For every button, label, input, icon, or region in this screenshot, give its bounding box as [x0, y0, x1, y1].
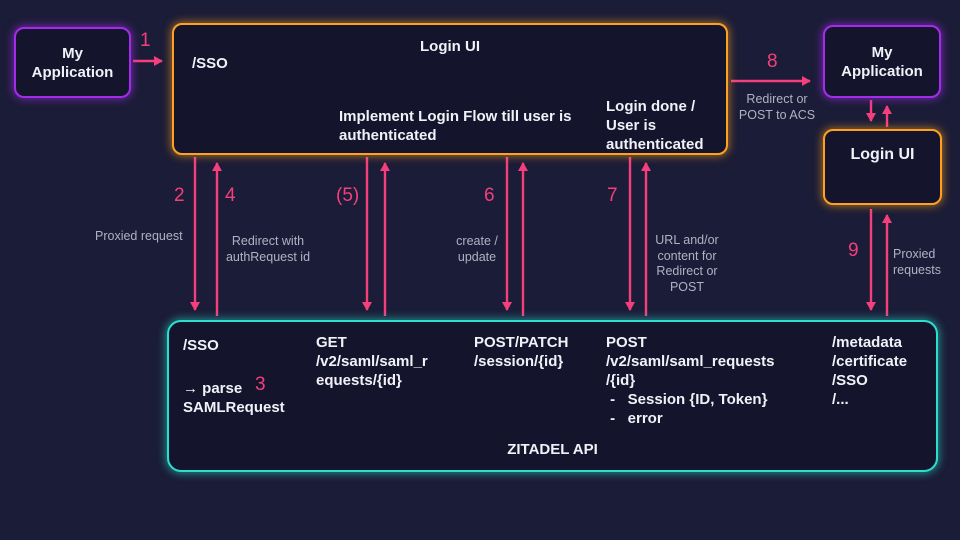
step-5-number: (5) [336, 185, 360, 206]
redirect-authrequest-label: Redirect with authRequest id [225, 234, 311, 264]
step-1-number: 1 [140, 30, 151, 51]
node-login-ui-top: Login UI /SSO Implement Login Flow till … [172, 23, 728, 155]
implement-login-flow-note: Implement Login Flow till user is authen… [339, 108, 572, 144]
step-6-number: 6 [484, 185, 495, 206]
create-update-label: create / update [456, 234, 498, 264]
url-content-label: URL and/or content for Redirect or POST [655, 233, 719, 294]
node-my-application-left: My Application [14, 27, 131, 98]
step-8-number: 8 [767, 51, 778, 72]
login-ui-title: Login UI [420, 38, 480, 55]
post-saml-request-endpoint: POST /v2/saml/saml_requests /{id} - Sess… [606, 334, 775, 427]
sso-endpoint-label: /SSO [192, 55, 228, 72]
get-saml-request-endpoint: GET /v2/saml/saml_r equests/{id} [316, 334, 428, 389]
step-3-number: 3 [255, 374, 266, 395]
node-zitadel-api: /SSO → parse SAMLRequest 3 GET /v2/saml/… [167, 320, 938, 472]
step-4-number: 4 [225, 185, 236, 206]
login-done-note: Login done / User is authenticated [606, 98, 704, 153]
node-my-application-right: My Application [823, 25, 941, 98]
proxied-requests-label: Proxied requests [893, 247, 941, 277]
step-2-number: 2 [174, 185, 185, 206]
zitadel-api-title: ZITADEL API [507, 441, 598, 458]
node-label: My Application [841, 43, 923, 80]
post-patch-session-endpoint: POST/PATCH /session/{id} [474, 334, 569, 370]
node-label: My Application [31, 44, 114, 81]
step-7-number: 7 [607, 185, 618, 206]
proxied-request-label: Proxied request [95, 229, 183, 243]
parse-samlrequest-note: → parse SAMLRequest [183, 380, 285, 416]
other-endpoints: /metadata /certificate /SSO /... [832, 334, 908, 408]
step-9-number: 9 [848, 240, 859, 261]
redirect-post-acs-label: Redirect or POST to ACS [738, 92, 816, 122]
node-login-ui-right: Login UI [823, 129, 942, 205]
zitadel-sso-endpoint: /SSO [183, 337, 219, 354]
node-label: Login UI [850, 146, 915, 163]
